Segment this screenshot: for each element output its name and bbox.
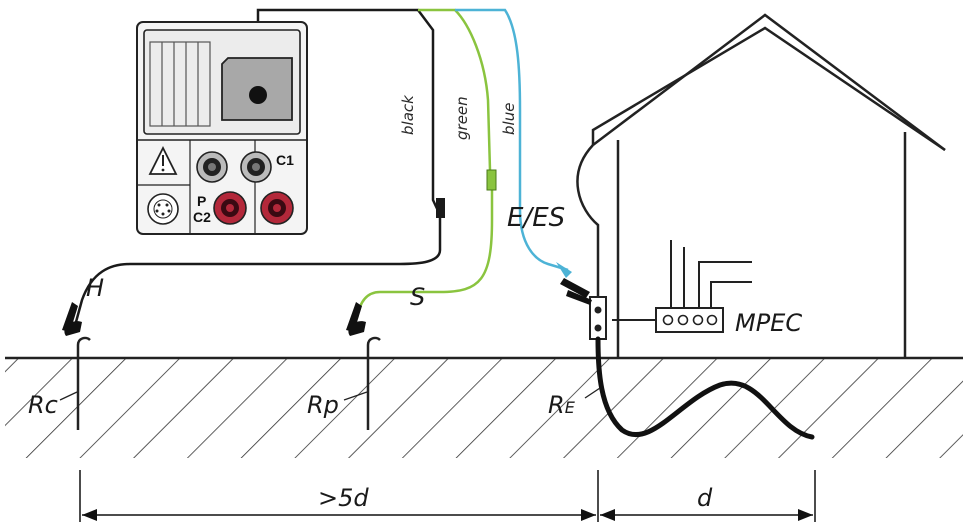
rp-leader: [343, 391, 368, 401]
current-spike-rc: [76, 336, 91, 430]
house: [576, 13, 946, 358]
socket-bottom-right: [260, 191, 294, 225]
green-wire-plug: [486, 169, 497, 191]
ground-soil: [5, 358, 963, 458]
green-wire: [355, 8, 494, 319]
mpec-busbar: [612, 240, 752, 333]
earth-electrode-clamp: [589, 296, 607, 340]
potential-spike-rp: [366, 336, 381, 430]
earth-tester-device: C1 P C2: [136, 21, 308, 235]
black-wire-plug: [436, 198, 445, 218]
c1-label: C1: [276, 152, 294, 168]
mpec-label: MPEC: [735, 309, 802, 337]
cable-port: [249, 86, 267, 104]
rc-leader: [59, 391, 78, 401]
rp-label: Rp: [307, 391, 339, 419]
socket-top-left: [196, 151, 228, 183]
buried-electrode-cable: [595, 336, 815, 440]
clip-e: [560, 278, 592, 305]
blue-wire-plug: [556, 262, 572, 278]
rc-label: Rc: [28, 391, 58, 419]
probe-s-label: S: [410, 283, 425, 311]
black-wire-label: black: [399, 94, 417, 135]
clip-s: [346, 302, 366, 336]
blue-wire-label: blue: [500, 103, 518, 135]
re-leader: [584, 387, 601, 399]
probe-e-es-label: E/ES: [507, 203, 565, 233]
socket-bottom-left: [213, 191, 247, 225]
dimension-far-label: >5d: [318, 484, 369, 512]
din-connector-icon: [147, 193, 179, 225]
socket-top-right: [240, 151, 272, 183]
clip-h: [62, 302, 82, 336]
p-label: P: [197, 193, 206, 209]
c2-label: C2: [193, 209, 211, 225]
probe-h-label: H: [86, 274, 104, 302]
green-wire-label: green: [453, 96, 471, 140]
re-label: RE: [548, 391, 576, 419]
dimension-near-label: d: [697, 484, 713, 512]
warning-triangle-icon: [148, 145, 178, 175]
blue-wire: [455, 8, 569, 272]
device-vent: [149, 41, 211, 127]
dimension-lines: [79, 470, 816, 522]
